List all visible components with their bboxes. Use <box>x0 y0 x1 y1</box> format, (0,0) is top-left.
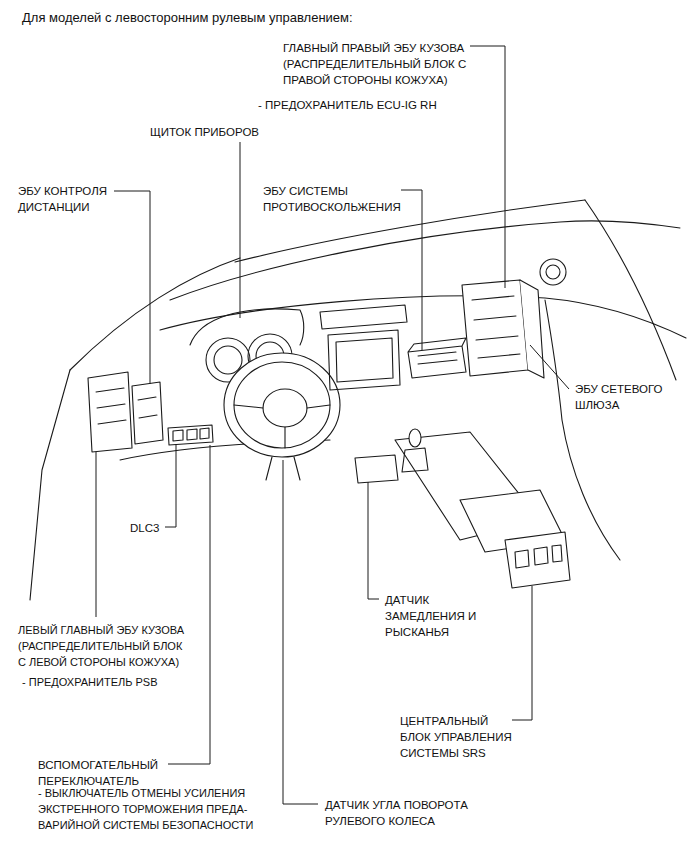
leader-line <box>530 345 569 389</box>
part-label: ЭБУ КОНТРОЛЯ ДИСТАНЦИИ <box>18 183 107 215</box>
part-label: ЩИТОК ПРИБОРОВ <box>150 124 259 140</box>
gauge-inner <box>214 346 242 374</box>
part-label: ЭБУ СИСТЕМЫ ПРОТИВОСКОЛЬЖЕНИЯ <box>263 183 401 215</box>
leader-line <box>497 586 532 720</box>
left-door <box>30 370 70 600</box>
center-display <box>328 330 400 390</box>
part-label: ЭБУ СЕТЕВОГО ШЛЮЗА <box>575 381 662 413</box>
srs-unit <box>505 532 570 588</box>
leader-lines <box>96 46 569 804</box>
cluster-hood <box>190 309 304 345</box>
ecu-detail <box>418 352 457 364</box>
windshield-base <box>235 200 585 262</box>
switch-panel <box>168 425 213 445</box>
ecu-module <box>88 372 132 452</box>
part-label: DLC3 <box>130 520 159 536</box>
ecu-side <box>520 280 544 378</box>
part-label: ГЛАВНЫЙ ПРАВЫЙ ЭБУ КУЗОВА (РАСПРЕДЕЛИТЕЛ… <box>283 40 466 88</box>
part-label: - ВЫКЛЮЧАТЕЛЬ ОТМЕНЫ УСИЛЕНИЯ ЭКСТРЕННОГ… <box>38 785 253 833</box>
ecu-module <box>408 338 466 378</box>
right-dash-side <box>545 300 620 560</box>
steering-wheel <box>224 353 340 457</box>
leader-line <box>368 482 379 599</box>
right-pillar <box>585 200 676 380</box>
ecu-module <box>462 280 528 376</box>
steering-hub <box>263 389 307 427</box>
sensor-module <box>355 455 398 483</box>
ecu-module <box>132 382 163 444</box>
part-label: ДАТЧИК ЗАМЕДЛЕНИЯ И РЫСКАНЬЯ <box>385 592 476 640</box>
center-display-screen <box>336 338 393 382</box>
steering-spokes <box>234 405 330 448</box>
dash-face <box>160 296 686 338</box>
gear-boot <box>402 448 428 472</box>
leader-line <box>240 142 241 318</box>
part-label: ЛЕВЫЙ ГЛАВНЫЙ ЭБУ КУЗОВА (РАСПРЕДЕЛИТЕЛЬ… <box>18 622 184 670</box>
leader-line <box>168 445 210 764</box>
leader-line <box>283 460 318 804</box>
part-label: ЦЕНТРАЛЬНЫЙ БЛОК УПРАВЛЕНИЯ СИСТЕМЫ SRS <box>400 713 512 761</box>
gear-knob <box>409 429 421 447</box>
diagram-title: Для моделей с левосторонним рулевым упра… <box>22 10 353 25</box>
srs-unit-detail <box>515 545 562 568</box>
part-label: - ПРЕДОХРАНИТЕЛЬ PSB <box>22 674 158 690</box>
air-vent <box>540 259 566 285</box>
air-vent-inner <box>546 265 560 279</box>
steering-wheel-inner <box>234 362 330 448</box>
car-interior <box>30 200 686 600</box>
ecu-detail <box>96 388 126 424</box>
leader-line <box>165 444 176 527</box>
dash-top <box>170 221 680 300</box>
leader-line <box>96 452 97 617</box>
leader-line <box>470 46 505 288</box>
part-label: ДАТЧИК УГЛА ПОВОРОТА РУЛЕВОГО КОЛЕСА <box>325 797 468 829</box>
ecu-detail <box>472 296 520 358</box>
leader-line <box>114 191 150 384</box>
switch-buttons <box>173 428 209 441</box>
left-pillar <box>70 258 240 370</box>
ecu-detail <box>138 397 157 418</box>
part-label: - ПРЕДОХРАНИТЕЛЬ ECU-IG RH <box>258 97 437 113</box>
center-vents <box>320 305 407 329</box>
